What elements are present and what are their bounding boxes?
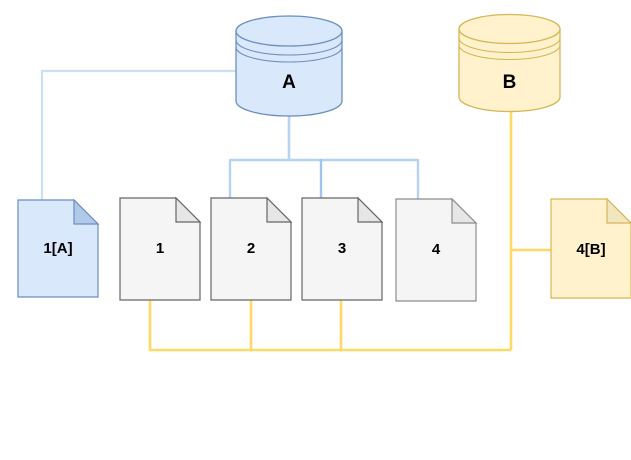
- database-node-b[interactable]: [458, 13, 561, 113]
- doc-3-fold: [357, 196, 384, 223]
- document-node-1[interactable]: [119, 196, 202, 301]
- document-node-2[interactable]: [210, 196, 293, 301]
- doc-4b-fold: [606, 197, 631, 224]
- db-a-top-ellipse: [235, 15, 343, 47]
- edge-a-to-1a: [40, 69, 236, 202]
- doc-2-fold: [266, 196, 293, 223]
- document-node-3[interactable]: [301, 196, 384, 301]
- db-a-body: [235, 30, 343, 117]
- database-node-a[interactable]: [235, 15, 343, 117]
- edge-group: [40, 69, 552, 352]
- document-node-4[interactable]: [395, 197, 478, 302]
- db-a-ring-2: [235, 46, 343, 63]
- doc-2-body: [210, 197, 292, 301]
- db-b-ring-1: [458, 37, 561, 54]
- doc-4b-body: [550, 198, 631, 299]
- db-a-ring-1: [235, 39, 343, 56]
- document-node-4b[interactable]: [550, 197, 631, 299]
- db-b-body: [458, 28, 561, 113]
- document-node-1a[interactable]: [17, 198, 100, 298]
- doc-3-body: [301, 197, 383, 301]
- doc-4-fold: [451, 197, 478, 224]
- doc-1-fold: [175, 196, 202, 223]
- doc-1a-fold: [73, 198, 100, 225]
- doc-4-body: [395, 198, 477, 302]
- doc-1-body: [119, 197, 201, 301]
- db-b-ring-2: [458, 44, 561, 61]
- db-b-top-ellipse: [458, 13, 561, 45]
